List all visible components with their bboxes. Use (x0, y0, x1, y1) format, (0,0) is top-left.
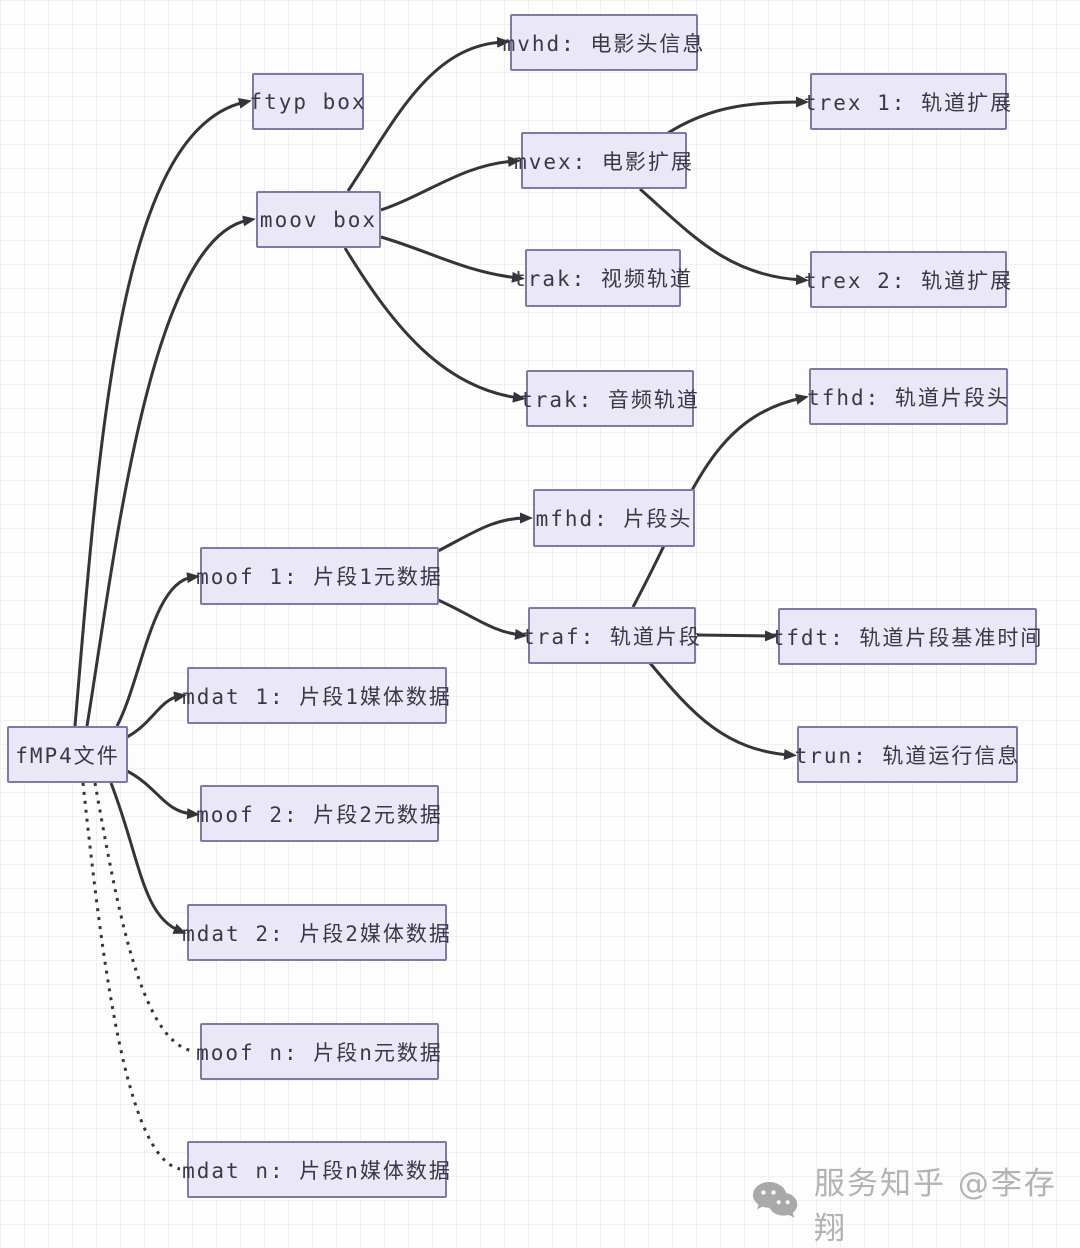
node-moof2: moof 2: 片段2元数据 (196, 785, 441, 842)
node-mdatn: mdat n: 片段n媒体数据 (182, 1141, 450, 1198)
edge-moof1-traf (437, 598, 528, 640)
node-moof1: moof 1: 片段1元数据 (196, 547, 441, 605)
node-mdat2: mdat 2: 片段2媒体数据 (182, 904, 450, 961)
node-mdat1: mdat 1: 片段1媒体数据 (182, 667, 450, 724)
node-fmp4: fMP4文件 (7, 726, 128, 783)
edge-fmp4-moof2 (126, 769, 200, 820)
edge-fmp4-ftyp (73, 97, 252, 727)
edge-mvex-trex1 (667, 96, 809, 135)
node-tfhd: tfhd: 轨道片段头 (807, 368, 1008, 425)
edge-traf-trun (648, 662, 797, 761)
edge-traf-tfdt (696, 630, 778, 642)
node-trex2: trex 2: 轨道扩展 (804, 251, 1011, 308)
edge-moov-mvex (380, 155, 521, 212)
edge-fmp4-mdat2 (109, 782, 187, 934)
node-ftyp: ftyp box (249, 73, 365, 130)
edge-fmp4-moov (85, 215, 256, 727)
wechat-icon (753, 1182, 798, 1218)
edge-fmp4-moof1 (115, 572, 200, 727)
node-trex1: trex 1: 轨道扩展 (804, 73, 1011, 130)
edge-moov-mvhd (346, 36, 510, 192)
node-moofn: moof n: 片段n元数据 (196, 1023, 441, 1080)
node-trak-video: trak: 视频轨道 (513, 249, 691, 307)
node-trun: trun: 轨道运行信息 (795, 726, 1018, 783)
watermark-text: 服务知乎 @李存翔 (814, 1166, 1057, 1247)
node-moov: moov box (256, 191, 381, 248)
node-tfdt: tfdt: 轨道片段基准时间 (772, 608, 1041, 665)
edge-mvex-trex2 (639, 187, 809, 286)
node-mvhd: mvhd: 电影头信息 (503, 14, 703, 71)
edge-traf-tfhd (631, 393, 809, 608)
node-mfhd: mfhd: 片段头 (533, 489, 695, 547)
edge-moof1-mfhd (437, 512, 533, 553)
watermark: 服务知乎 @李存翔 (752, 1158, 1080, 1248)
node-traf: traf: 轨道片段 (522, 607, 700, 664)
edge-moov-trakvideo (380, 235, 525, 283)
node-mvex: mvex: 电影扩展 (514, 132, 692, 189)
edge-fmp4-moofn (93, 782, 194, 1053)
edge-fmp4-mdat1 (126, 691, 187, 739)
node-trak-audio: trak: 音频轨道 (520, 370, 698, 427)
edge-moov-trakaudio (343, 247, 526, 403)
edge-fmp4-mdatn (81, 782, 181, 1171)
